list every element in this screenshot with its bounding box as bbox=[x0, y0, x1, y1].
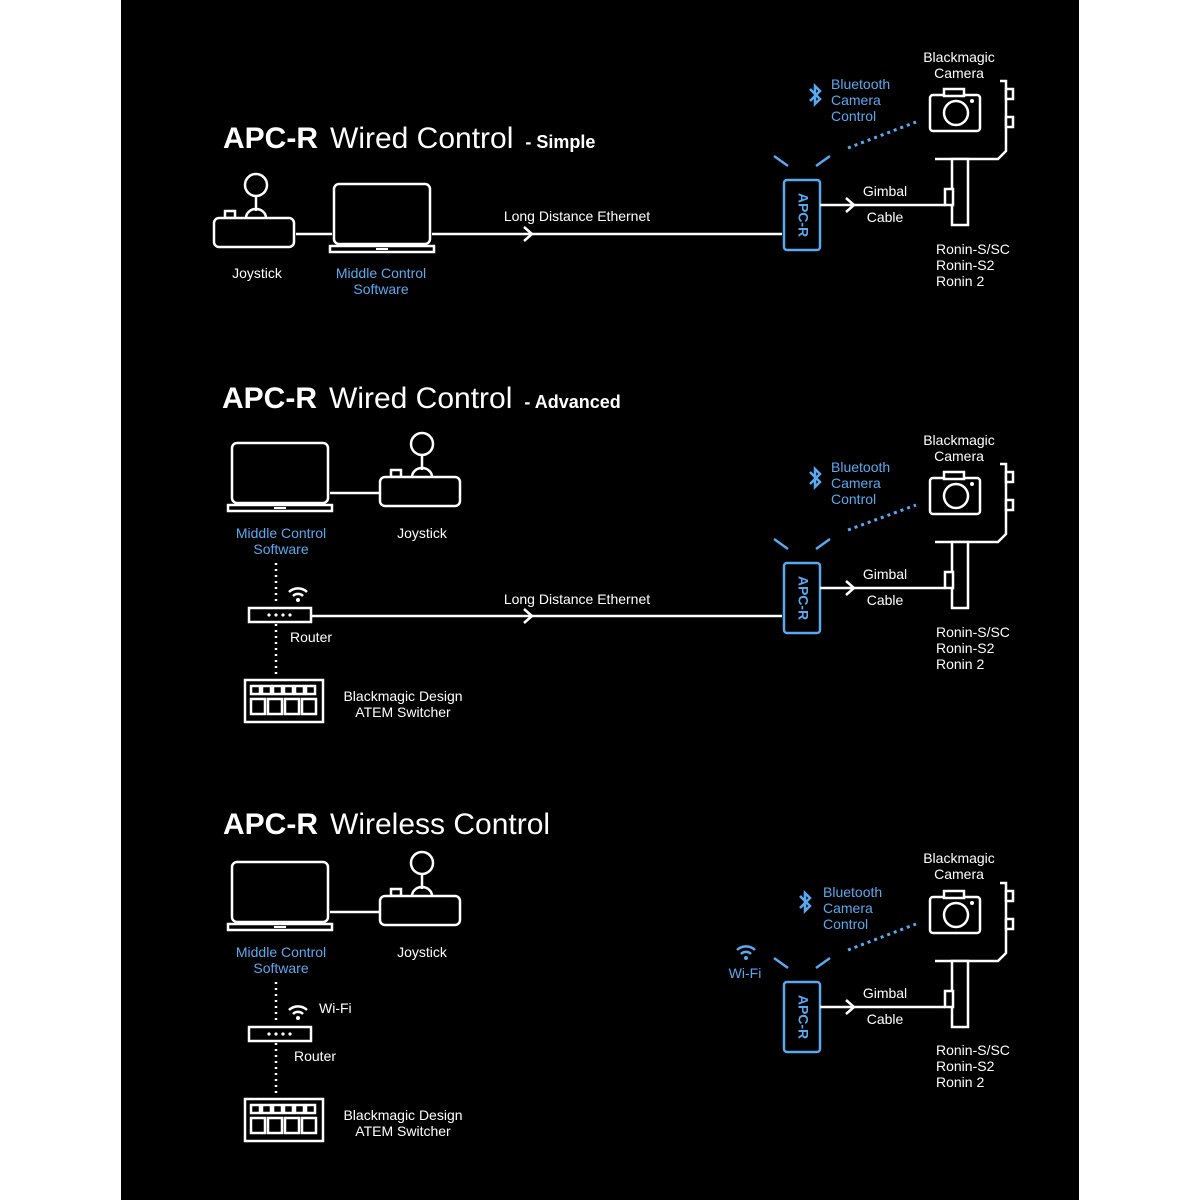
bt-label-line2: Camera bbox=[831, 475, 881, 491]
joystick-icon bbox=[378, 850, 462, 927]
bt-label-line1: Bluetooth bbox=[823, 884, 882, 900]
joystick-label: Joystick bbox=[232, 265, 283, 281]
camera-label-line2: Camera bbox=[934, 866, 984, 882]
bluetooth-link bbox=[847, 120, 917, 150]
router-label: Router bbox=[294, 1048, 336, 1064]
joystick-icon bbox=[378, 431, 462, 508]
bluetooth-link bbox=[847, 503, 917, 532]
ronin-label-3: Ronin 2 bbox=[936, 273, 984, 289]
ronin-label-1: Ronin-S/SC bbox=[936, 1042, 1010, 1058]
bt-label-line2: Camera bbox=[823, 900, 873, 916]
gimbal-label: Gimbal bbox=[863, 985, 907, 1001]
ronin-label-3: Ronin 2 bbox=[936, 1074, 984, 1090]
wifi-icon bbox=[287, 587, 309, 604]
switcher-icon bbox=[243, 678, 325, 724]
bt-label-line1: Bluetooth bbox=[831, 459, 890, 475]
software-label-line1: Middle Control bbox=[236, 944, 326, 960]
cable-label: Cable bbox=[867, 592, 904, 608]
apcr-label: APC-R bbox=[795, 193, 811, 237]
camera-label-line1: Blackmagic bbox=[923, 49, 995, 65]
wifi-icon bbox=[735, 945, 757, 962]
section-simple-title: APC-R Wired Control - Simple bbox=[223, 122, 595, 155]
bt-label-line2: Camera bbox=[831, 92, 881, 108]
laptop-icon bbox=[328, 182, 436, 254]
ronin-label-3: Ronin 2 bbox=[936, 656, 984, 672]
atem-label-line2: ATEM Switcher bbox=[355, 1123, 451, 1139]
camera-gimbal-icon bbox=[928, 462, 1015, 610]
apcr-antenna-icon bbox=[772, 154, 832, 168]
section-advanced-title: APC-R Wired Control - Advanced bbox=[222, 382, 621, 415]
ronin-label-1: Ronin-S/SC bbox=[936, 241, 1010, 257]
software-label-line2: Software bbox=[353, 281, 408, 297]
software-label-line2: Software bbox=[253, 960, 308, 976]
atem-label-line1: Blackmagic Design bbox=[343, 1107, 462, 1123]
bt-label-line3: Control bbox=[823, 916, 868, 932]
wifi-label: Wi-Fi bbox=[319, 1000, 352, 1016]
section-wireless: APC-R Wireless Control Middle Control So… bbox=[223, 808, 1015, 1143]
gimbal-label: Gimbal bbox=[863, 566, 907, 582]
bt-label-line3: Control bbox=[831, 491, 876, 507]
switcher-icon bbox=[243, 1097, 325, 1143]
apcr-wifi-label: Wi-Fi bbox=[729, 965, 762, 981]
section-advanced: APC-R Wired Control - Advanced Middle Co… bbox=[222, 382, 1015, 724]
bluetooth-icon bbox=[808, 467, 822, 489]
software-label-line2: Software bbox=[253, 541, 308, 557]
joystick-label: Joystick bbox=[397, 944, 448, 960]
apcr-device-icon bbox=[782, 178, 822, 252]
cable-label: Cable bbox=[867, 1011, 904, 1027]
router-label: Router bbox=[290, 629, 332, 645]
apcr-device-icon bbox=[782, 561, 822, 635]
atem-label-line1: Blackmagic Design bbox=[343, 688, 462, 704]
bluetooth-icon bbox=[808, 84, 822, 106]
ronin-label-2: Ronin-S2 bbox=[936, 257, 995, 273]
joystick-icon bbox=[212, 172, 296, 249]
section-simple: APC-R Wired Control - Simple Joystick Mi… bbox=[212, 49, 1015, 297]
apcr-antenna-icon bbox=[772, 956, 832, 970]
camera-label-line2: Camera bbox=[934, 448, 984, 464]
camera-label-line1: Blackmagic bbox=[923, 850, 995, 866]
ronin-label-2: Ronin-S2 bbox=[936, 1058, 995, 1074]
ronin-label-2: Ronin-S2 bbox=[936, 640, 995, 656]
apcr-label: APC-R bbox=[795, 995, 811, 1039]
software-label-line1: Middle Control bbox=[336, 265, 426, 281]
ethernet-label: Long Distance Ethernet bbox=[504, 208, 650, 224]
wifi-icon bbox=[287, 1005, 309, 1022]
camera-label-line1: Blackmagic bbox=[923, 432, 995, 448]
bt-label-line3: Control bbox=[831, 108, 876, 124]
diagram-panel bbox=[121, 0, 1079, 1200]
bt-label-line1: Bluetooth bbox=[831, 76, 890, 92]
apcr-label: APC-R bbox=[795, 576, 811, 620]
atem-label-line2: ATEM Switcher bbox=[355, 704, 451, 720]
router-icon bbox=[247, 1025, 313, 1043]
camera-gimbal-icon bbox=[928, 881, 1015, 1029]
router-icon bbox=[247, 606, 313, 624]
laptop-icon bbox=[226, 860, 334, 932]
ethernet-label: Long Distance Ethernet bbox=[504, 591, 650, 607]
apcr-antenna-icon bbox=[772, 537, 832, 551]
camera-label-line2: Camera bbox=[934, 65, 984, 81]
joystick-label: Joystick bbox=[397, 525, 448, 541]
cable-label: Cable bbox=[867, 209, 904, 225]
gimbal-label: Gimbal bbox=[863, 183, 907, 199]
software-label-line1: Middle Control bbox=[236, 525, 326, 541]
camera-gimbal-icon bbox=[928, 79, 1015, 227]
ronin-label-1: Ronin-S/SC bbox=[936, 624, 1010, 640]
laptop-icon bbox=[226, 441, 334, 513]
bluetooth-icon bbox=[798, 891, 812, 913]
apcr-device-icon bbox=[782, 980, 822, 1054]
bluetooth-link bbox=[847, 922, 917, 952]
section-wireless-title: APC-R Wireless Control bbox=[223, 808, 550, 841]
